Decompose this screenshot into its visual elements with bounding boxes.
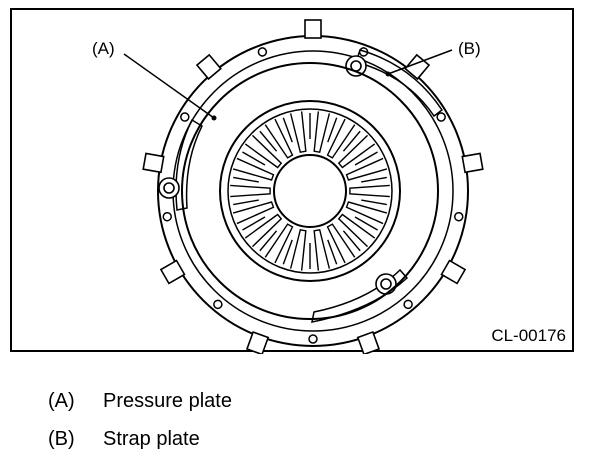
- spring-finger: [313, 111, 331, 153]
- spring-finger: [232, 157, 275, 181]
- spring-slot: [233, 199, 259, 206]
- legend-key: (A): [48, 390, 75, 412]
- leader-dot-a: [211, 115, 217, 121]
- spring-slot: [342, 130, 361, 152]
- leader-line-a: [123, 53, 215, 119]
- spring-slot: [342, 230, 361, 252]
- legend-item-pressure-plate: (A) Pressure plate: [48, 382, 232, 420]
- legend: (A) Pressure plate (B) Strap plate: [48, 382, 232, 458]
- spring-finger: [337, 134, 376, 169]
- spring-slot: [327, 239, 338, 265]
- spring-slot: [259, 130, 278, 152]
- spring-slot: [361, 199, 387, 206]
- legend-item-strap-plate: (B) Strap plate: [48, 420, 232, 458]
- spring-finger: [289, 111, 307, 153]
- diaphragm-spring-fingers: [230, 111, 390, 271]
- center-bore: [273, 154, 347, 228]
- spring-finger: [244, 213, 283, 248]
- rivet-bolts: [158, 55, 397, 295]
- pressure-plate-inner: [219, 100, 401, 282]
- spring-finger: [264, 118, 294, 159]
- spring-slot: [242, 151, 266, 166]
- spring-slot: [282, 239, 293, 265]
- spring-finger: [289, 229, 307, 271]
- legend-label: Pressure plate: [103, 390, 232, 412]
- spring-finger: [244, 134, 283, 169]
- clutch-cover-drawing: [123, 19, 484, 354]
- spring-slot: [242, 216, 266, 231]
- spring-finger: [326, 223, 356, 264]
- legend-key: (B): [48, 428, 75, 450]
- spring-finger: [345, 157, 388, 181]
- callout-label-b: (B): [458, 39, 481, 58]
- spring-finger: [337, 213, 376, 248]
- spring-finger: [326, 118, 356, 159]
- spring-finger: [232, 201, 275, 225]
- spring-finger: [349, 184, 390, 198]
- spring-finger: [345, 201, 388, 225]
- pressure-plate-outer: [181, 62, 439, 320]
- spring-slot: [259, 230, 278, 252]
- legend-label: Strap plate: [103, 428, 200, 450]
- spring-slot: [233, 176, 259, 183]
- figure-code: CL-00176: [491, 326, 566, 345]
- mounting-tabs: [142, 19, 484, 354]
- callout-label-a: (A): [92, 39, 115, 58]
- spring-slot: [327, 117, 338, 143]
- spring-finger: [313, 229, 331, 271]
- spring-slot: [282, 117, 293, 143]
- spring-finger: [264, 223, 294, 264]
- diagram-figure: (A) (B) CL-00176: [10, 8, 574, 354]
- spring-slot: [361, 176, 387, 183]
- spring-finger: [230, 184, 271, 198]
- leader-dot-b: [385, 71, 391, 77]
- leader-line-b: [387, 49, 453, 75]
- diaphragm-ring: [227, 108, 393, 274]
- spring-slot: [354, 216, 378, 231]
- spring-slot: [354, 151, 378, 166]
